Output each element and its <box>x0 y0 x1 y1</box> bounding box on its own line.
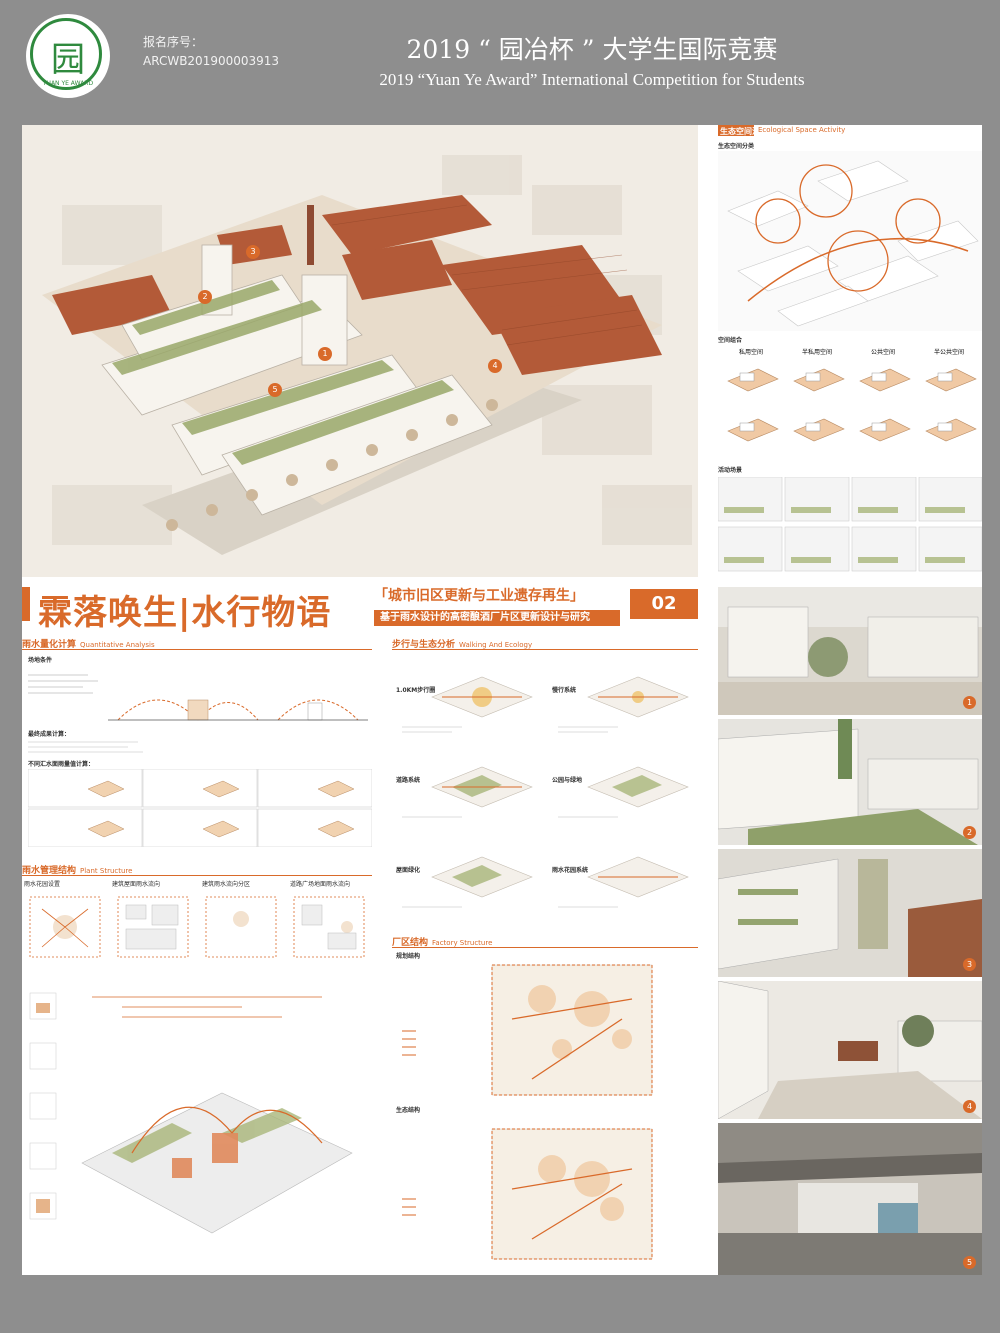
plant-rule <box>22 875 372 876</box>
plant-plan-diagrams <box>29 896 365 958</box>
render-4-image <box>718 981 982 1119</box>
rain-results-lines <box>28 741 143 753</box>
rain-rule <box>22 649 372 650</box>
walking-item-6: 雨水花园系统 <box>552 867 589 874</box>
walking-axon-diagrams <box>402 676 689 908</box>
render-2: 2 <box>718 719 982 845</box>
render-5: 5 <box>718 1123 982 1275</box>
factory-rule <box>392 947 698 948</box>
column-semi-private: 半私用空间 <box>801 349 832 356</box>
walking-item-5: 屋面绿化 <box>396 867 421 874</box>
competition-seal-icon: 园 YUAN YE AWARD <box>26 14 110 98</box>
ecological-title-cn: 生态空间活动 <box>720 127 768 136</box>
rain-section-diagrams <box>28 674 368 721</box>
plant-title-en: Plant Structure <box>80 867 133 875</box>
render-1: 1 <box>718 587 982 715</box>
aerial-illustration <box>22 125 698 577</box>
ecological-sub1: 生态空间分类 <box>718 143 755 150</box>
ecological-sub2: 空间组合 <box>718 337 743 344</box>
ecological-title-en: Ecological Space Activity <box>758 126 846 134</box>
walking-title-cn: 步行与生态分析 <box>392 640 456 650</box>
aerial-marker-5: 5 <box>268 383 282 397</box>
render-1-number: 1 <box>963 696 976 709</box>
plant-title-cn: 雨水管理结构 <box>22 866 77 876</box>
rain-sub3: 不同汇水面雨量值计算： <box>28 761 95 768</box>
walking-item-2: 慢行系统 <box>552 687 577 694</box>
ecological-space-panel: 生态空间活动 Ecological Space Activity 生态空间分类 … <box>718 125 982 575</box>
catchment-calculation-grid <box>28 769 372 847</box>
poster-sheet: 1 2 3 4 5 生态空间活动 Ecological Space Activi… <box>22 125 982 1275</box>
render-3-number: 3 <box>963 958 976 971</box>
factory-plans <box>402 964 653 1260</box>
registration-number: ARCWB201900003913 <box>143 54 280 68</box>
rain-sub2: 最终成果计算： <box>28 731 71 738</box>
walking-rule <box>392 649 698 650</box>
column-public: 公共空间 <box>870 349 895 356</box>
plant-col-4: 道路广场地面雨水流向 <box>290 881 351 888</box>
aerial-marker-1: 1 <box>318 347 332 361</box>
rain-title-en: Quantitative Analysis <box>80 641 155 649</box>
rainwater-flow-axonometric <box>29 992 353 1234</box>
aerial-marker-4: 4 <box>488 359 502 373</box>
render-4-number: 4 <box>963 1100 976 1113</box>
plant-col-2: 建筑屋面雨水流向 <box>112 881 161 888</box>
rain-title-cn: 雨水量化计算 <box>22 640 77 650</box>
render-2-image <box>718 719 982 845</box>
ecological-sub3: 活动场景 <box>718 467 743 474</box>
logo-text: YUAN YE AWARD <box>42 80 94 87</box>
section-bar <box>718 125 754 136</box>
rain-sub1: 场地条件 <box>28 657 53 664</box>
registration: 报名序号： ARCWB201900003913 <box>143 33 279 71</box>
render-2-number: 2 <box>963 826 976 839</box>
competition-title-cn: 2019 “ 园冶杯 ” 大学生国际竞赛 <box>406 35 778 64</box>
sheet-number: 02 <box>630 589 698 619</box>
project-banner: 霖落唤生|水行物语 「城市旧区更新与工业遗存再生」 基于雨水设计的高密酿酒厂片区… <box>22 583 698 635</box>
project-title: 霖落唤生|水行物语 <box>38 593 332 633</box>
space-combination-diagrams <box>727 368 977 442</box>
column-private: 私用空间 <box>738 349 763 356</box>
project-subtitle-2: 基于雨水设计的高密酿酒厂片区更新设计与研究 <box>374 610 620 626</box>
render-4: 4 <box>718 981 982 1119</box>
plant-col-3: 建筑雨水流向分区 <box>202 881 251 888</box>
factory-title-en: Factory Structure <box>432 939 493 947</box>
aerial-render: 1 2 3 4 5 <box>22 125 698 577</box>
plant-col-1: 雨水花园设置 <box>24 881 61 888</box>
logo-ring <box>30 18 102 90</box>
walking-title-en: Walking And Ecology <box>459 641 533 649</box>
banner-accent <box>22 587 30 621</box>
page-header: 园 YUAN YE AWARD 报名序号： ARCWB201900003913 … <box>0 0 1000 110</box>
factory-sub2: 生态结构 <box>396 1107 421 1114</box>
render-3-image <box>718 849 982 977</box>
aerial-marker-3: 3 <box>246 245 260 259</box>
walking-item-3: 道路系统 <box>396 777 421 784</box>
registration-label: 报名序号： <box>143 35 204 49</box>
render-1-image <box>718 587 982 715</box>
space-type-header: 私用空间 半私用空间 公共空间 半公共空间 <box>718 347 982 361</box>
competition-title-en: 2019 “Yuan Ye Award” International Compe… <box>379 70 805 89</box>
factory-title-cn: 厂区结构 <box>392 938 429 948</box>
aerial-marker-2: 2 <box>198 290 212 304</box>
column-semi-public: 半公共空间 <box>933 349 964 356</box>
page-footer <box>0 1276 1000 1333</box>
render-5-image <box>718 1123 982 1275</box>
render-3: 3 <box>718 849 982 977</box>
render-5-number: 5 <box>963 1256 976 1269</box>
walking-item-4: 公园与绿地 <box>552 777 583 784</box>
activity-scene-sketches <box>718 477 982 572</box>
factory-sub1: 规划结构 <box>396 953 421 960</box>
logo-glyph: 园 <box>51 40 85 80</box>
project-subtitle-1: 「城市旧区更新与工业遗存再生」 <box>374 588 584 604</box>
ecological-axon-diagram <box>718 151 982 331</box>
walking-item-1: 1.0KM步行圈 <box>396 687 436 694</box>
